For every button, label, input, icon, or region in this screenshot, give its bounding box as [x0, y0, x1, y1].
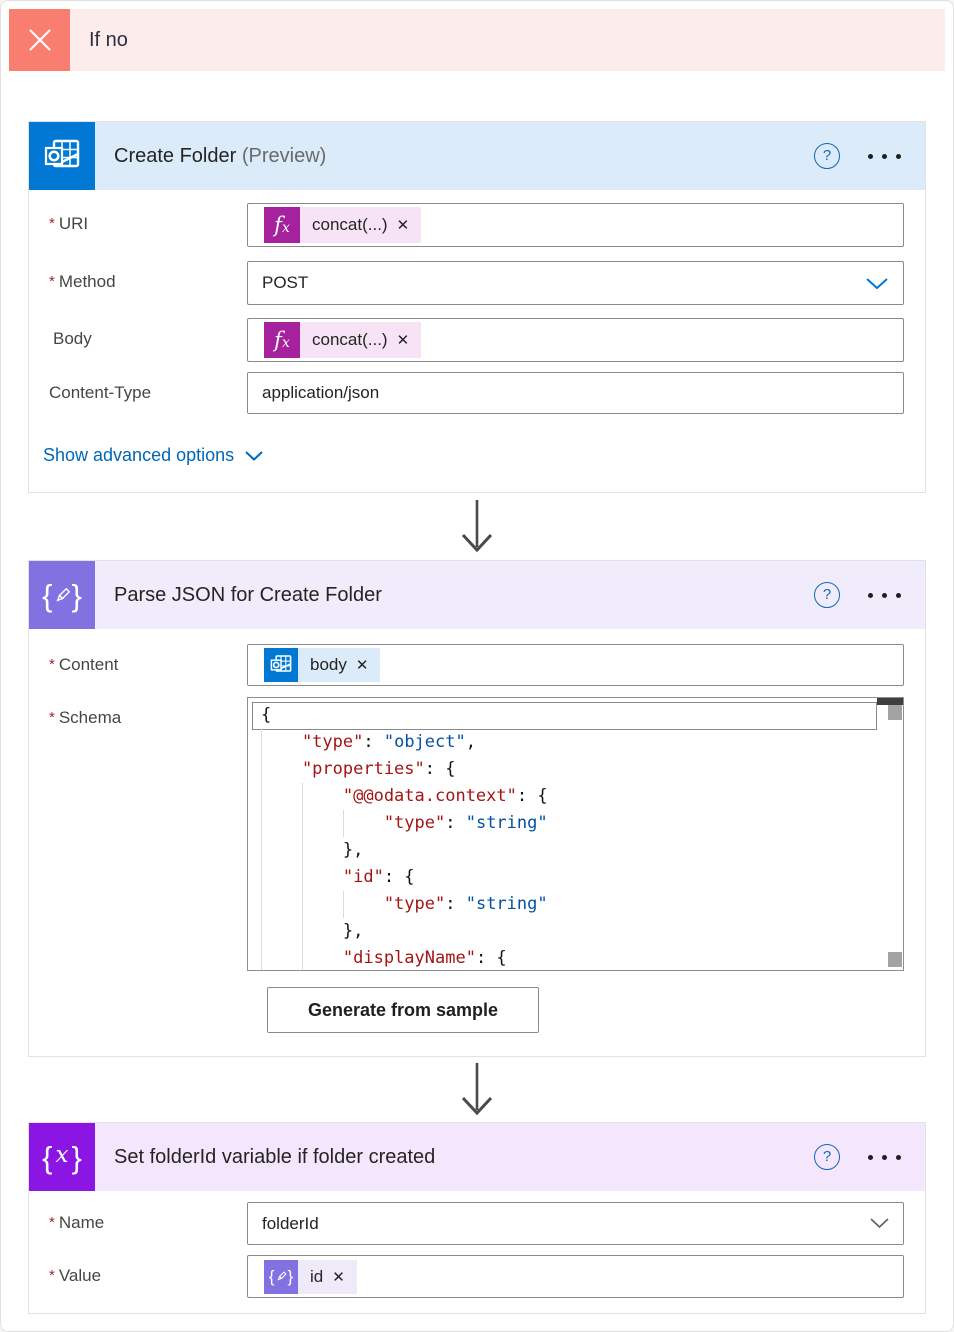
close-icon	[23, 23, 57, 57]
schema-row: *Schema {"type": "object","properties": …	[49, 697, 904, 971]
scrollbar-decoration	[877, 698, 903, 705]
content-input[interactable]: body ✕	[247, 644, 904, 686]
connector-arrow	[1, 1057, 953, 1122]
chevron-down-icon	[865, 277, 889, 290]
remove-token-icon[interactable]: ✕	[355, 657, 369, 674]
content-row: *Content	[49, 644, 904, 686]
content-type-input[interactable]: application/json	[247, 372, 904, 414]
create-folder-header[interactable]: Create Folder (Preview) ?	[29, 122, 925, 190]
action-card-parse-json: {} Parse JSON for Create Folder ? *Conte…	[28, 560, 926, 1057]
help-button[interactable]: ?	[814, 1144, 840, 1170]
outlook-icon	[264, 648, 298, 682]
name-label: *Name	[49, 1213, 105, 1232]
value-input[interactable]: {} id ✕	[247, 1255, 904, 1298]
fx-icon: fx	[264, 322, 300, 358]
more-actions-button[interactable]	[866, 1149, 903, 1166]
preview-suffix: (Preview)	[241, 144, 327, 167]
card-title: Parse JSON for Create Folder	[114, 583, 382, 606]
card-title: Create Folder (Preview)	[114, 144, 327, 167]
scrollbar-thumb[interactable]	[888, 952, 902, 967]
content-type-label: Content-Type	[49, 383, 152, 402]
action-card-create-folder: Create Folder (Preview) ? *URI fx concat…	[28, 121, 926, 493]
chevron-down-icon	[870, 1218, 889, 1229]
method-row: *Method POST	[49, 261, 904, 305]
action-card-set-variable: {x} Set folderId variable if folder crea…	[28, 1122, 926, 1314]
parse-json-icon: {}	[264, 1259, 298, 1294]
remove-token-icon[interactable]: ✕	[396, 332, 410, 349]
value-label: *Value	[49, 1266, 102, 1285]
body-row: Body fx concat(...) ✕	[49, 318, 904, 362]
card-title: Set folderId variable if folder created	[114, 1145, 436, 1168]
branch-header: If no	[9, 9, 945, 71]
remove-token-icon[interactable]: ✕	[332, 1268, 345, 1286]
method-label: *Method	[49, 272, 116, 291]
body-dynamic-token[interactable]: body ✕	[264, 648, 381, 682]
value-row: *Value {} id ✕	[49, 1255, 904, 1298]
parse-json-header[interactable]: {} Parse JSON for Create Folder ?	[29, 561, 925, 629]
uri-row: *URI fx concat(...) ✕	[49, 203, 904, 247]
schema-label: *Schema	[49, 708, 122, 727]
branch-title: If no	[89, 28, 128, 51]
body-input[interactable]: fx concat(...) ✕	[247, 318, 904, 362]
more-actions-button[interactable]	[866, 148, 903, 165]
schema-code: {"type": "object","properties": {"@@odat…	[248, 698, 903, 970]
set-variable-header[interactable]: {x} Set folderId variable if folder crea…	[29, 1123, 925, 1191]
help-button[interactable]: ?	[814, 582, 840, 608]
id-dynamic-token[interactable]: {} id ✕	[264, 1259, 357, 1294]
name-row: *Name folderId	[49, 1202, 904, 1245]
chevron-down-icon	[245, 450, 263, 461]
connector-arrow	[1, 493, 953, 560]
method-select[interactable]: POST	[247, 261, 904, 305]
uri-input[interactable]: fx concat(...) ✕	[247, 203, 904, 247]
content-type-row: Content-Type application/json	[49, 372, 904, 414]
schema-editor[interactable]: {"type": "object","properties": {"@@odat…	[247, 697, 904, 971]
uri-expression-token[interactable]: fx concat(...) ✕	[264, 207, 422, 243]
remove-token-icon[interactable]: ✕	[396, 217, 410, 234]
body-label: Body	[53, 329, 92, 348]
fx-icon: fx	[264, 207, 300, 243]
name-select[interactable]: folderId	[247, 1202, 904, 1245]
generate-from-sample-button[interactable]: Generate from sample	[267, 987, 539, 1033]
uri-label: *URI	[49, 214, 89, 233]
outlook-icon	[29, 122, 95, 190]
scrollbar-thumb[interactable]	[888, 705, 902, 720]
close-branch-button[interactable]	[9, 9, 70, 71]
show-advanced-options-link[interactable]: Show advanced options	[43, 445, 263, 466]
body-expression-token[interactable]: fx concat(...) ✕	[264, 322, 422, 358]
more-actions-button[interactable]	[866, 587, 903, 604]
parse-json-icon: {}	[29, 561, 95, 629]
help-button[interactable]: ?	[814, 143, 840, 169]
set-variable-icon: {x}	[29, 1123, 95, 1191]
content-label: *Content	[49, 655, 119, 674]
